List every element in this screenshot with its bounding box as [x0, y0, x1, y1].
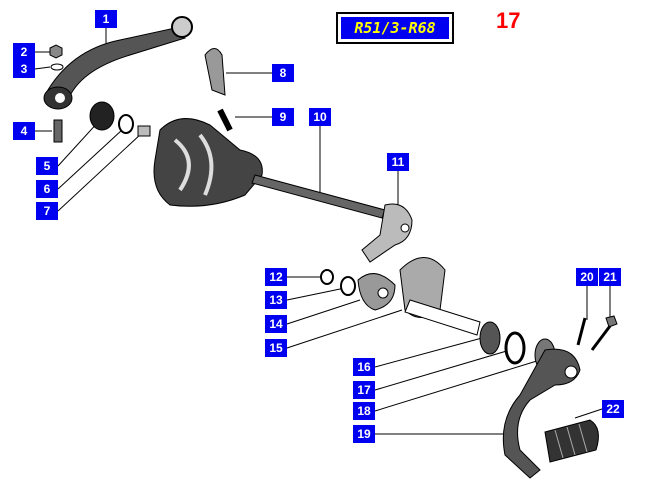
callout-8[interactable]: 8: [272, 64, 294, 82]
callout-6[interactable]: 6: [36, 180, 58, 198]
model-code-badge: R51/3-R68: [336, 12, 454, 44]
callout-16[interactable]: 16: [353, 358, 375, 376]
callout-20[interactable]: 20: [576, 268, 598, 286]
callout-18[interactable]: 18: [353, 402, 375, 420]
callout-1[interactable]: 1: [95, 10, 117, 28]
callout-19[interactable]: 19: [353, 425, 375, 443]
page-number: 17: [496, 8, 521, 33]
callout-3[interactable]: 3: [13, 60, 35, 78]
leader-lines: [34, 28, 611, 435]
callout-7[interactable]: 7: [36, 202, 58, 220]
callout-9[interactable]: 9: [272, 108, 294, 126]
callout-21[interactable]: 21: [599, 268, 621, 286]
callout-10[interactable]: 10: [309, 108, 331, 126]
callout-22[interactable]: 22: [602, 400, 624, 418]
callout-5[interactable]: 5: [36, 157, 58, 175]
callout-15[interactable]: 15: [265, 339, 287, 357]
callout-14[interactable]: 14: [265, 315, 287, 333]
callout-17[interactable]: 17: [353, 381, 375, 399]
callout-13[interactable]: 13: [265, 291, 287, 309]
model-code-text: R51/3-R68: [341, 17, 449, 39]
callout-4[interactable]: 4: [13, 122, 35, 140]
callout-12[interactable]: 12: [265, 268, 287, 286]
callout-2[interactable]: 2: [13, 43, 35, 61]
callout-11[interactable]: 11: [387, 153, 409, 171]
